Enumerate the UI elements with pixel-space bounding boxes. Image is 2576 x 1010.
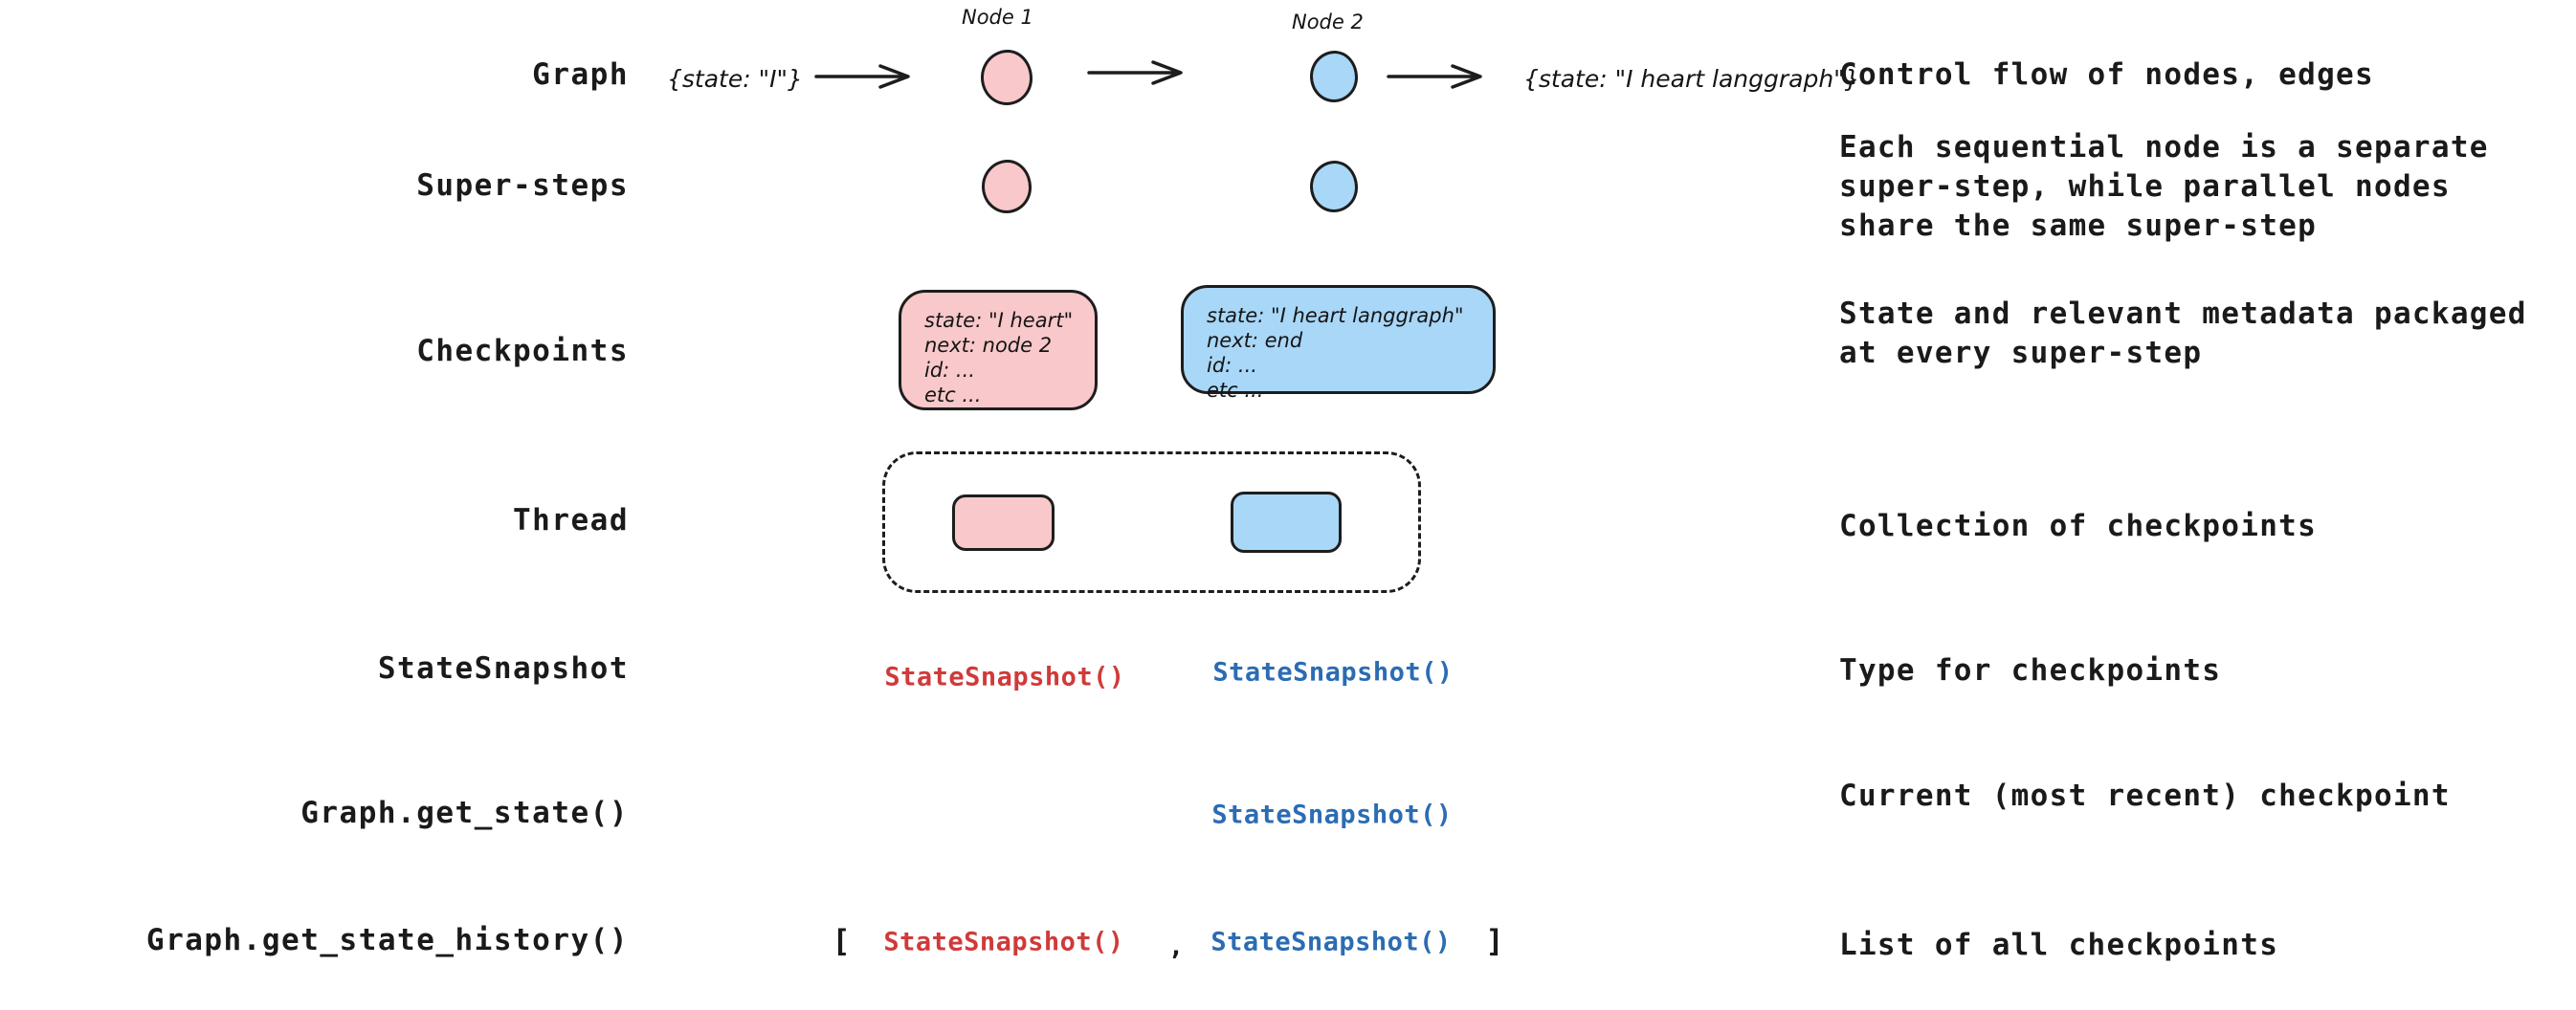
row-label-get-state: Graph.get_state()	[300, 796, 629, 830]
history-comma: ,	[1167, 932, 1185, 962]
graph-node2-circle	[1310, 51, 1358, 102]
checkpoint2-line4: etc ...	[1207, 379, 1264, 402]
desc-checkpoints-line1: State and relevant metadata packaged	[1839, 296, 2527, 331]
get-state-snapshot-token: StateSnapshot()	[1211, 800, 1453, 830]
statesnapshot-blue-token: StateSnapshot()	[1212, 657, 1454, 688]
arrow-right-icon	[814, 64, 910, 89]
checkpoint2-line1: state: "I heart langgraph"	[1207, 304, 1464, 327]
history-snapshot-blue-token: StateSnapshot()	[1210, 927, 1452, 957]
desc-checkpoints: State and relevant metadata packaged at …	[1839, 295, 2527, 373]
desc-thread: Collection of checkpoints	[1839, 509, 2318, 543]
history-snapshot-red-token: StateSnapshot()	[883, 927, 1124, 957]
checkpoint1-line4: etc ...	[924, 384, 982, 406]
desc-graph: Control flow of nodes, edges	[1839, 57, 2374, 92]
thread-container-box	[882, 451, 1421, 593]
superstep-node1-circle	[982, 160, 1032, 213]
superstep-node2-circle	[1310, 161, 1358, 212]
checkpoint1-line1: state: "I heart"	[924, 309, 1074, 332]
desc-super-steps-line3: share the same super-step	[1839, 209, 2318, 243]
history-close-bracket: ]	[1485, 923, 1504, 959]
row-label-statesnapshot: StateSnapshot	[377, 651, 629, 686]
row-label-graph: Graph	[532, 57, 629, 92]
input-state-text: {state: "I"}	[667, 65, 803, 93]
checkpoint2-line2: next: end	[1207, 329, 1303, 352]
checkpoint1-line2: next: node 2	[924, 334, 1053, 357]
row-label-thread: Thread	[513, 503, 629, 538]
checkpoint2-line3: id: ...	[1207, 354, 1257, 377]
thread-checkpoint1-rect	[952, 494, 1055, 551]
node2-label: Node 2	[1292, 11, 1364, 33]
checkpoint2-card: state: "I heart langgraph" next: end id:…	[1181, 285, 1496, 402]
row-label-get-state-history: Graph.get_state_history()	[145, 923, 629, 957]
node1-label: Node 1	[962, 6, 1033, 29]
checkpoint1-line3: id: ...	[924, 359, 975, 382]
graph-node1-circle	[981, 50, 1033, 105]
checkpoint1-card: state: "I heart" next: node 2 id: ... et…	[899, 290, 1098, 410]
desc-statesnapshot: Type for checkpoints	[1839, 653, 2222, 688]
desc-super-steps-line2: super-step, while parallel nodes	[1839, 169, 2451, 204]
arrow-right-icon	[1387, 64, 1482, 89]
history-open-bracket: [	[832, 923, 851, 959]
row-label-checkpoints: Checkpoints	[416, 334, 629, 368]
thread-checkpoint2-rect	[1231, 492, 1342, 553]
desc-super-steps: Each sequential node is a separate super…	[1839, 128, 2489, 246]
row-label-super-steps: Super-steps	[416, 168, 629, 203]
desc-super-steps-line1: Each sequential node is a separate	[1839, 130, 2489, 165]
desc-get-state: Current (most recent) checkpoint	[1839, 779, 2451, 813]
desc-get-state-history: List of all checkpoints	[1839, 928, 2279, 962]
desc-checkpoints-line2: at every super-step	[1839, 336, 2203, 370]
output-state-text: {state: "I heart langgraph"}	[1523, 65, 1860, 93]
statesnapshot-red-token: StateSnapshot()	[884, 662, 1125, 692]
arrow-right-icon	[1087, 60, 1183, 85]
